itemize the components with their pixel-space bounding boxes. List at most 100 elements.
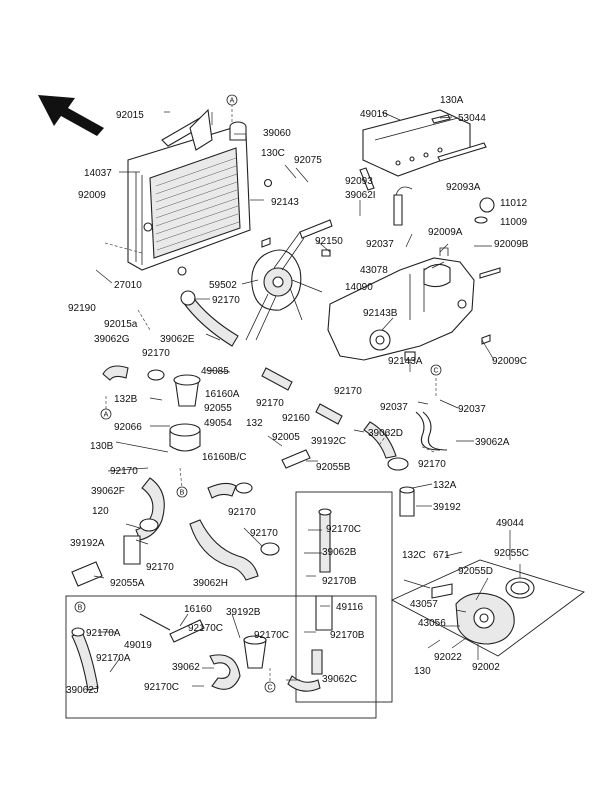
part-label: 59502	[209, 280, 237, 291]
part-label: 39062B	[322, 547, 357, 558]
part-label: 92170	[142, 348, 170, 359]
part-label: 92170B	[330, 630, 365, 641]
part-label: 49016	[360, 109, 388, 120]
part-label: 92055A	[110, 578, 145, 589]
part-label: 92143B	[363, 308, 398, 319]
marker-b-inset: B	[74, 601, 86, 613]
part-label: 92009A	[428, 227, 463, 238]
part-label: 39062J	[66, 685, 99, 696]
hoses-center-drawing	[71, 290, 415, 587]
part-label: 92143A	[388, 356, 423, 367]
part-label: 92066	[114, 422, 142, 433]
part-label: 92170	[256, 398, 284, 409]
svg-text:B: B	[180, 490, 185, 497]
svg-text:C: C	[433, 368, 438, 375]
part-label: 92170C	[254, 630, 289, 641]
part-label: 39062F	[91, 486, 125, 497]
part-label: 92160	[282, 413, 310, 424]
part-label: 92170	[228, 507, 256, 518]
part-label: 92170	[146, 562, 174, 573]
part-label: 92170	[334, 386, 362, 397]
part-label: 39192	[433, 502, 461, 513]
svg-text:B: B	[78, 605, 83, 612]
fan-drawing	[245, 219, 333, 341]
part-label: 92022	[434, 652, 462, 663]
part-label: 39062I	[345, 190, 376, 201]
part-label: 130B	[90, 441, 114, 452]
part-label: 92055C	[494, 548, 529, 559]
part-label: 49044	[496, 518, 524, 529]
inset-hoses-drawing	[71, 508, 333, 692]
part-label: 92002	[472, 662, 500, 673]
svg-text:A: A	[104, 412, 109, 419]
part-label: 92005	[272, 432, 300, 443]
part-label: 27010	[114, 280, 142, 291]
marker-a-left: A	[100, 408, 112, 420]
part-labels: 92015 39060 14037 130C 92075 92009 92143…	[66, 95, 529, 696]
part-label: 49054	[204, 418, 232, 429]
part-label: 92009C	[492, 356, 527, 367]
part-label: 43056	[418, 618, 446, 629]
part-label: 39192A	[70, 538, 105, 549]
part-label: 49085	[201, 366, 229, 377]
part-label: 130C	[261, 148, 285, 159]
part-label: 92150	[315, 236, 343, 247]
marker-b-center: B	[176, 486, 188, 498]
part-label: 43057	[410, 599, 438, 610]
part-label: 43078	[360, 265, 388, 276]
part-label: 14090	[345, 282, 373, 293]
part-label: 92037	[458, 404, 486, 415]
part-label: 39062A	[475, 437, 510, 448]
part-label: 16160A	[205, 389, 240, 400]
part-label: 132A	[433, 480, 457, 491]
part-label: 92055D	[458, 566, 493, 577]
part-label: 92170C	[144, 682, 179, 693]
part-label: 130	[414, 666, 431, 677]
leader-lines	[93, 111, 521, 687]
radiator-drawing	[127, 108, 273, 276]
part-label: 39060	[263, 128, 291, 139]
marker-c-right: C	[430, 364, 442, 376]
part-label: 11009	[500, 217, 528, 228]
part-label: 92075	[294, 155, 322, 166]
part-label: 92009B	[494, 239, 529, 250]
part-label: 11012	[500, 198, 528, 209]
part-label: 49019	[124, 640, 152, 651]
reference-dashes	[104, 104, 437, 682]
part-label: 39062	[172, 662, 200, 673]
part-label: 92055	[204, 403, 232, 414]
part-label: 92037	[380, 402, 408, 413]
part-label: 39192B	[226, 607, 261, 618]
part-label: 92190	[68, 303, 96, 314]
part-label: 132B	[114, 394, 138, 405]
part-label: 39192C	[311, 436, 346, 447]
part-label: 39062H	[193, 578, 228, 589]
part-label: 92093	[345, 176, 373, 187]
marker-c-inset: C	[264, 681, 276, 693]
part-label: 39062G	[94, 334, 130, 345]
part-label: 92170	[110, 466, 138, 477]
part-label: 92009	[78, 190, 106, 201]
water-pump-drawing	[390, 559, 585, 657]
part-label: 120	[92, 506, 109, 517]
part-label: 92170	[250, 528, 278, 539]
part-label: 92170	[212, 295, 240, 306]
part-label: 132C	[402, 550, 426, 561]
part-label: 92037	[366, 239, 394, 250]
front-direction-arrow	[38, 95, 104, 136]
part-label: 16160	[184, 604, 212, 615]
svg-text:A: A	[230, 98, 235, 105]
part-label: 92015	[116, 110, 144, 121]
part-label: 92093A	[446, 182, 481, 193]
svg-text:C: C	[267, 685, 272, 692]
part-label: 132	[246, 418, 263, 429]
part-label: 92143	[271, 197, 299, 208]
part-label: 53044	[458, 113, 486, 124]
part-label: 39062D	[368, 428, 403, 439]
part-label: 92055B	[316, 462, 351, 473]
part-label: 92170B	[322, 576, 357, 587]
part-label: 92015a	[104, 319, 138, 330]
part-label: 92170C	[188, 623, 223, 634]
marker-a-top: A	[226, 94, 238, 106]
